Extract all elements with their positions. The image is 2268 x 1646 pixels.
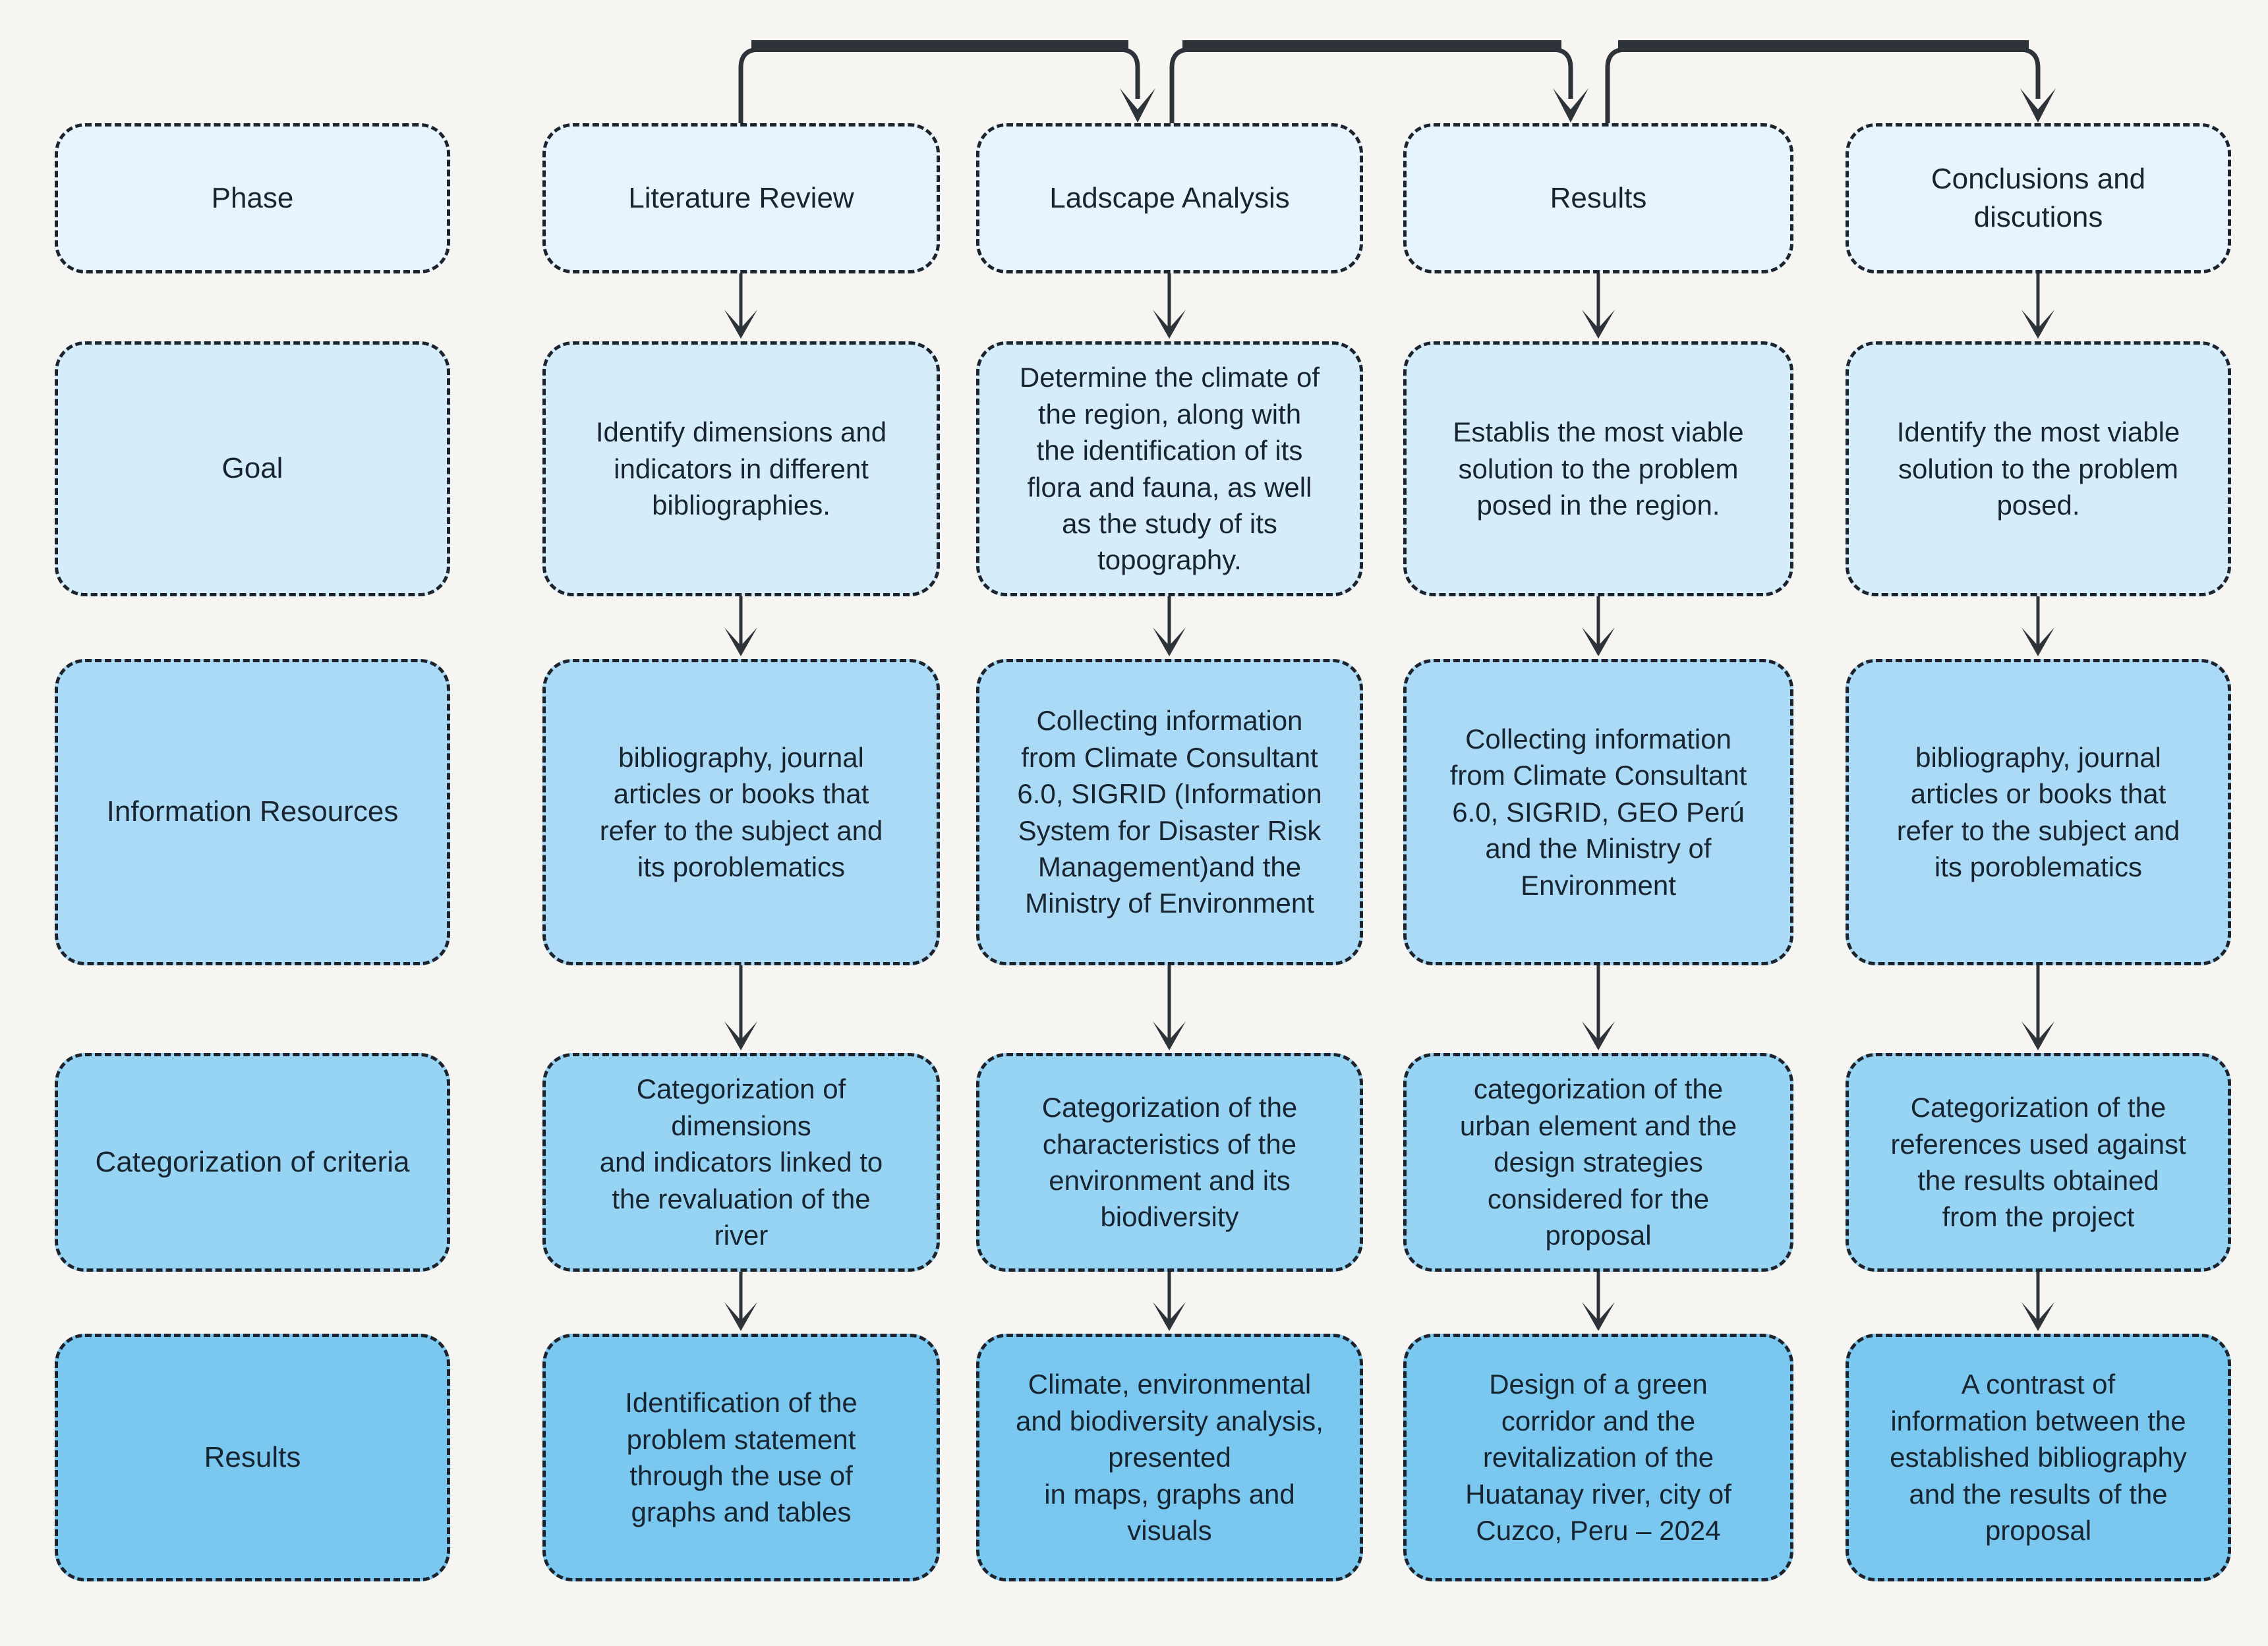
arrowhead-into-results [1553, 88, 1588, 123]
arrow-goal-to-resources-head-c2 [724, 627, 757, 656]
goal-results: Establis the most viable solution to the… [1403, 341, 1793, 596]
arrowhead-into-conclusions [2020, 88, 2056, 123]
arrow-goal-to-resources-head-c3 [1153, 627, 1186, 656]
resources-landscape-analysis: Collecting information from Climate Cons… [976, 659, 1363, 965]
row-label-goal: Goal [55, 341, 450, 596]
categorization-literature-review: Categorization of dimensions and indicat… [542, 1053, 940, 1272]
arrow-resources-to-categorization-head-c2 [724, 1021, 757, 1050]
header-conclusions: Conclusions and discutions [1846, 123, 2231, 273]
goal-literature-review: Identify dimensions and indicators in di… [542, 341, 940, 596]
goal-landscape-analysis: Determine the climate of the region, alo… [976, 341, 1363, 596]
arrow-goal-to-resources-head-c5 [2021, 627, 2054, 656]
arrow-goal-to-resources-head-c4 [1582, 627, 1615, 656]
arrow-resources-to-categorization-head-c4 [1582, 1021, 1615, 1050]
header-phase: Phase [55, 123, 450, 273]
results-literature-review: Identification of the problem statement … [542, 1334, 940, 1581]
resources-results: Collecting information from Climate Cons… [1403, 659, 1793, 965]
results-landscape-analysis: Climate, environmental and biodiversity … [976, 1334, 1363, 1581]
arrow-categorization-to-results-head-c4 [1582, 1302, 1615, 1331]
header-literature-review: Literature Review [542, 123, 940, 273]
connector-results-to-conclusions [1605, 47, 2041, 123]
results-conclusions: A contrast of information between the es… [1846, 1334, 2231, 1581]
arrow-categorization-to-results-head-c2 [724, 1302, 757, 1331]
row-label-results: Results [55, 1334, 450, 1581]
categorization-conclusions: Categorization of the references used ag… [1846, 1053, 2231, 1272]
arrow-resources-to-categorization-head-c5 [2021, 1021, 2054, 1050]
resources-conclusions: bibliography, journal articles or books … [1846, 659, 2231, 965]
arrow-categorization-to-results-head-c3 [1153, 1302, 1186, 1331]
categorization-results: categorization of the urban element and … [1403, 1053, 1793, 1272]
arrow-resources-to-categorization-head-c3 [1153, 1021, 1186, 1050]
categorization-landscape-analysis: Categorization of the characteristics of… [976, 1053, 1363, 1272]
arrowhead-into-landscape-analysis [1120, 88, 1155, 123]
arrow-categorization-to-results-head-c5 [2021, 1302, 2054, 1331]
arrow-landscape-to-goal-head [1153, 310, 1186, 339]
arrow-literature-to-goal-head [724, 310, 757, 339]
row-label-information-resources: Information Resources [55, 659, 450, 965]
header-landscape-analysis: Ladscape Analysis [976, 123, 1363, 273]
goal-conclusions: Identify the most viable solution to the… [1846, 341, 2231, 596]
header-results: Results [1403, 123, 1793, 273]
resources-literature-review: bibliography, journal articles or books … [542, 659, 940, 965]
arrow-results-to-goal-head [1582, 310, 1615, 339]
arrow-conclusions-to-goal-head [2021, 310, 2054, 339]
connector-landscape-to-results [1169, 47, 1573, 123]
connector-literature-to-landscape [738, 47, 1140, 123]
row-label-categorization: Categorization of criteria [55, 1053, 450, 1272]
results-results: Design of a green corridor and the revit… [1403, 1334, 1793, 1581]
